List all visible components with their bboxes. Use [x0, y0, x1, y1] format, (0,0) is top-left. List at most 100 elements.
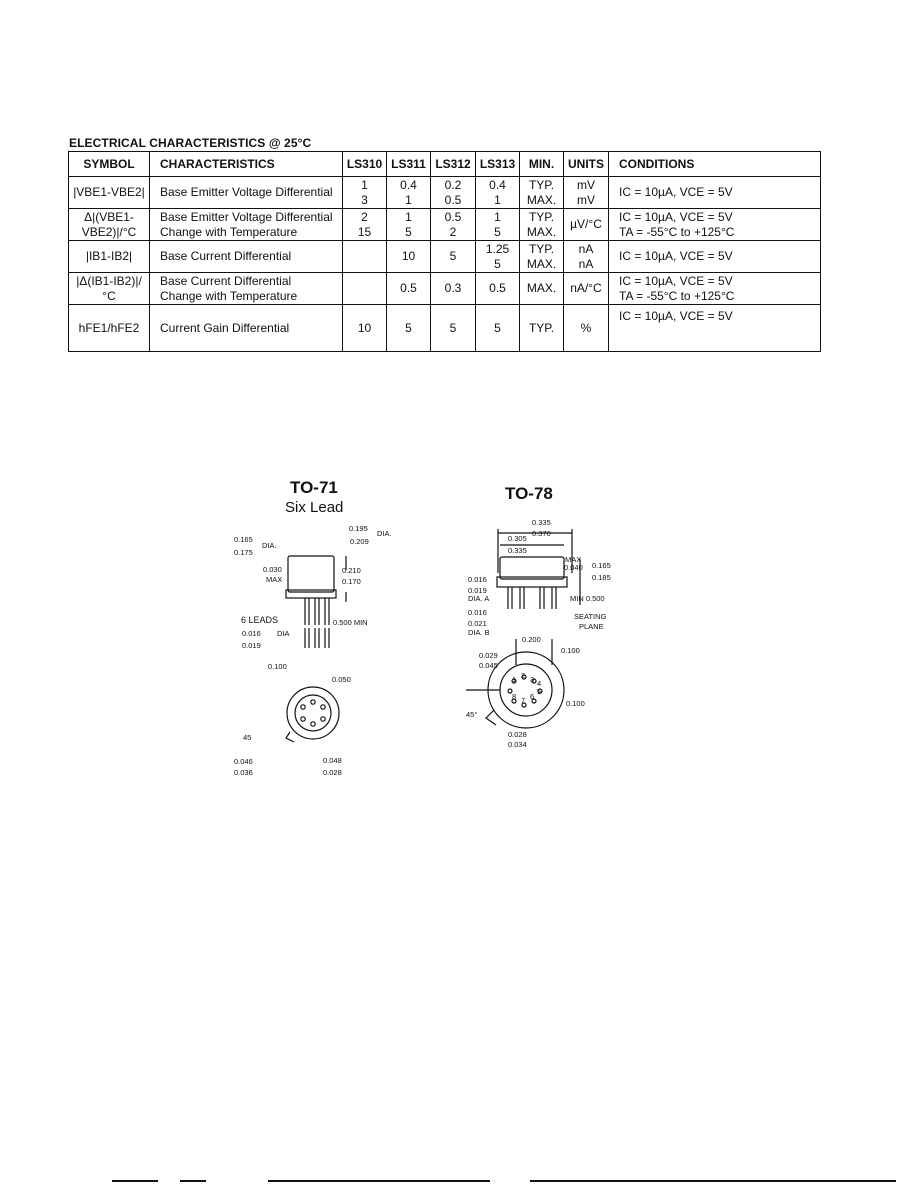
- to78-dim-a24: 0.028: [508, 730, 527, 739]
- cell-conditions: IC = 10µA, VCE = 5V: [619, 273, 733, 288]
- table-row: hFE1/hFE2 Current Gain Differential 10 5…: [68, 304, 821, 352]
- table-row: |Δ(IB1-IB2)|/°C Base Current Differentia…: [68, 272, 821, 305]
- cell-ls313: 0.5: [489, 281, 506, 295]
- cell-min: TYP.: [528, 241, 555, 256]
- cell-units: µV/°C: [570, 217, 602, 231]
- to71-subtitle: Six Lead: [285, 499, 344, 516]
- to78-dim-a3: 0.305: [508, 534, 527, 543]
- cell-characteristic: Current Gain Differential: [160, 320, 290, 335]
- cell-characteristic-2: Change with Temperature: [160, 224, 298, 239]
- cell-ls313: 5: [494, 320, 501, 335]
- cell-symbol: |IB1-IB2|: [68, 240, 150, 273]
- to71-dim-d11: 0.500 MIN: [333, 618, 368, 627]
- cell-ls311-2: 10: [401, 249, 416, 263]
- cell-characteristic: Base Emitter Voltage Differential: [160, 209, 333, 224]
- to71-dim-d9: 0.016: [242, 629, 261, 638]
- cell-min: TYP.: [528, 320, 555, 335]
- cell-ls313: 0.4: [489, 177, 506, 192]
- cell-ls313-2: 5: [494, 256, 501, 271]
- to71-dim-d4: MAX: [266, 575, 283, 584]
- to71-dim-dia1: DIA.: [262, 541, 277, 550]
- cell-min-2: MAX.: [526, 256, 557, 271]
- to78-dim-a14: PLANE: [579, 622, 604, 631]
- cell-conditions: IC = 10µA, VCE = 5V: [619, 209, 733, 224]
- cell-ls312: 0.5: [444, 209, 462, 224]
- to78-pin-5: 5: [537, 687, 542, 696]
- cell-units: nA/°C: [570, 281, 602, 295]
- cell-units: mV: [577, 177, 595, 192]
- cell-ls311: 5: [405, 320, 412, 335]
- to78-dim-a18: 0.200: [522, 635, 541, 644]
- cell-ls311-2: 1: [405, 192, 412, 207]
- header-ls312: LS312: [430, 151, 476, 177]
- electrical-characteristics-table: SYMBOL CHARACTERISTICS LS310 LS311 LS312…: [68, 151, 821, 352]
- cell-ls310: 10: [357, 320, 372, 335]
- header-units: UNITS: [563, 151, 609, 177]
- footer-rule: [268, 1180, 490, 1182]
- cell-units-2: mV: [577, 192, 595, 207]
- to78-dim-a20: 0.045: [479, 661, 498, 670]
- cell-units-2: nA: [578, 256, 594, 271]
- to78-pin-2: 2: [521, 671, 526, 680]
- cell-characteristic: Base Current Differential: [160, 249, 292, 263]
- to78-dim-a13: SEATING: [574, 612, 607, 621]
- to78-dim-a23: 45°: [466, 710, 478, 719]
- to78-dim-a10: 0.019: [468, 586, 487, 595]
- to71-dim-d14: 45: [243, 733, 252, 742]
- to71-dim-d7: 0.210: [342, 566, 361, 575]
- to78-dim-a4: 0.335: [508, 546, 527, 555]
- to78-pin-8: 8: [512, 692, 517, 701]
- to78-pin-1: 1: [512, 675, 517, 684]
- cell-min: MAX.: [526, 281, 557, 295]
- cell-ls310: 2: [361, 209, 368, 224]
- to71-dim-d6: 0.209: [350, 537, 369, 546]
- to78-dim-a5: MAX: [565, 555, 582, 564]
- cell-units: nA: [578, 241, 594, 256]
- to71-dim-d1: 0.165: [234, 535, 253, 544]
- cell-conditions: IC = 10µA, VCE = 5V: [619, 309, 733, 323]
- to71-dim-d5: 0.195: [349, 524, 368, 533]
- to71-outline-drawing: [285, 555, 347, 743]
- to71-dim-leads: 6 LEADS: [241, 615, 279, 625]
- cell-ls311: 0.4: [400, 177, 417, 192]
- to71-dim-dia2: DIA.: [377, 529, 392, 538]
- to71-dim-d17: 0.048: [323, 756, 342, 765]
- cell-ls310-2: 3: [361, 192, 368, 207]
- footer-rule: [180, 1180, 206, 1182]
- to71-dim-d10: 0.019: [242, 641, 261, 650]
- to78-dim-a7: 0.165: [592, 561, 611, 570]
- to78-dim-a6: 0.040: [564, 563, 583, 572]
- table-row: Δ|(VBE1-VBE2)|/°C Base Emitter Voltage D…: [68, 208, 821, 241]
- to71-dim-d15: 0.046: [234, 757, 253, 766]
- to78-dim-a15: 0.016: [468, 608, 487, 617]
- cell-min: TYP.: [528, 177, 555, 192]
- to78-dim-a9: 0.016: [468, 575, 487, 584]
- cell-ls313-2: 5: [494, 224, 501, 239]
- header-characteristics: CHARACTERISTICS: [149, 151, 343, 177]
- cell-ls311-2: 5: [405, 224, 412, 239]
- to71-dim-d3: 0.030: [263, 565, 282, 574]
- to78-dim-a22: 0.100: [566, 699, 585, 708]
- to78-dim-a11: DIA. A: [468, 594, 490, 603]
- cell-ls313-2: 1: [494, 192, 501, 207]
- cell-ls312-2: 2: [449, 224, 457, 239]
- cell-min-2: MAX.: [526, 192, 557, 207]
- header-conditions: CONDITIONS: [608, 151, 821, 177]
- table-row: |VBE1-VBE2| Base Emitter Voltage Differe…: [68, 176, 821, 209]
- cell-symbol: |Δ(IB1-IB2)|/°C: [68, 272, 150, 305]
- cell-characteristic-2: Change with Temperature: [160, 288, 298, 303]
- to71-dim-d18: 0.028: [323, 768, 342, 777]
- to78-dim-a21: 0.100: [561, 646, 580, 655]
- cell-ls312: 5: [449, 320, 457, 335]
- cell-ls311: 1: [405, 209, 412, 224]
- to71-dim-d16: 0.036: [234, 768, 253, 777]
- cell-ls313: 1.25: [485, 241, 510, 256]
- cell-ls310-2: 15: [357, 224, 372, 239]
- header-ls311: LS311: [386, 151, 431, 177]
- cell-conditions: IC = 10µA, VCE = 5V: [619, 185, 733, 199]
- cell-ls310: 1: [361, 177, 368, 192]
- cell-symbol: Δ|(VBE1-VBE2)|/°C: [68, 208, 150, 241]
- cell-ls312-2: 5: [449, 249, 457, 263]
- to78-dim-a2: 0.370: [532, 529, 551, 538]
- to71-dim-d2: 0.175: [234, 548, 253, 557]
